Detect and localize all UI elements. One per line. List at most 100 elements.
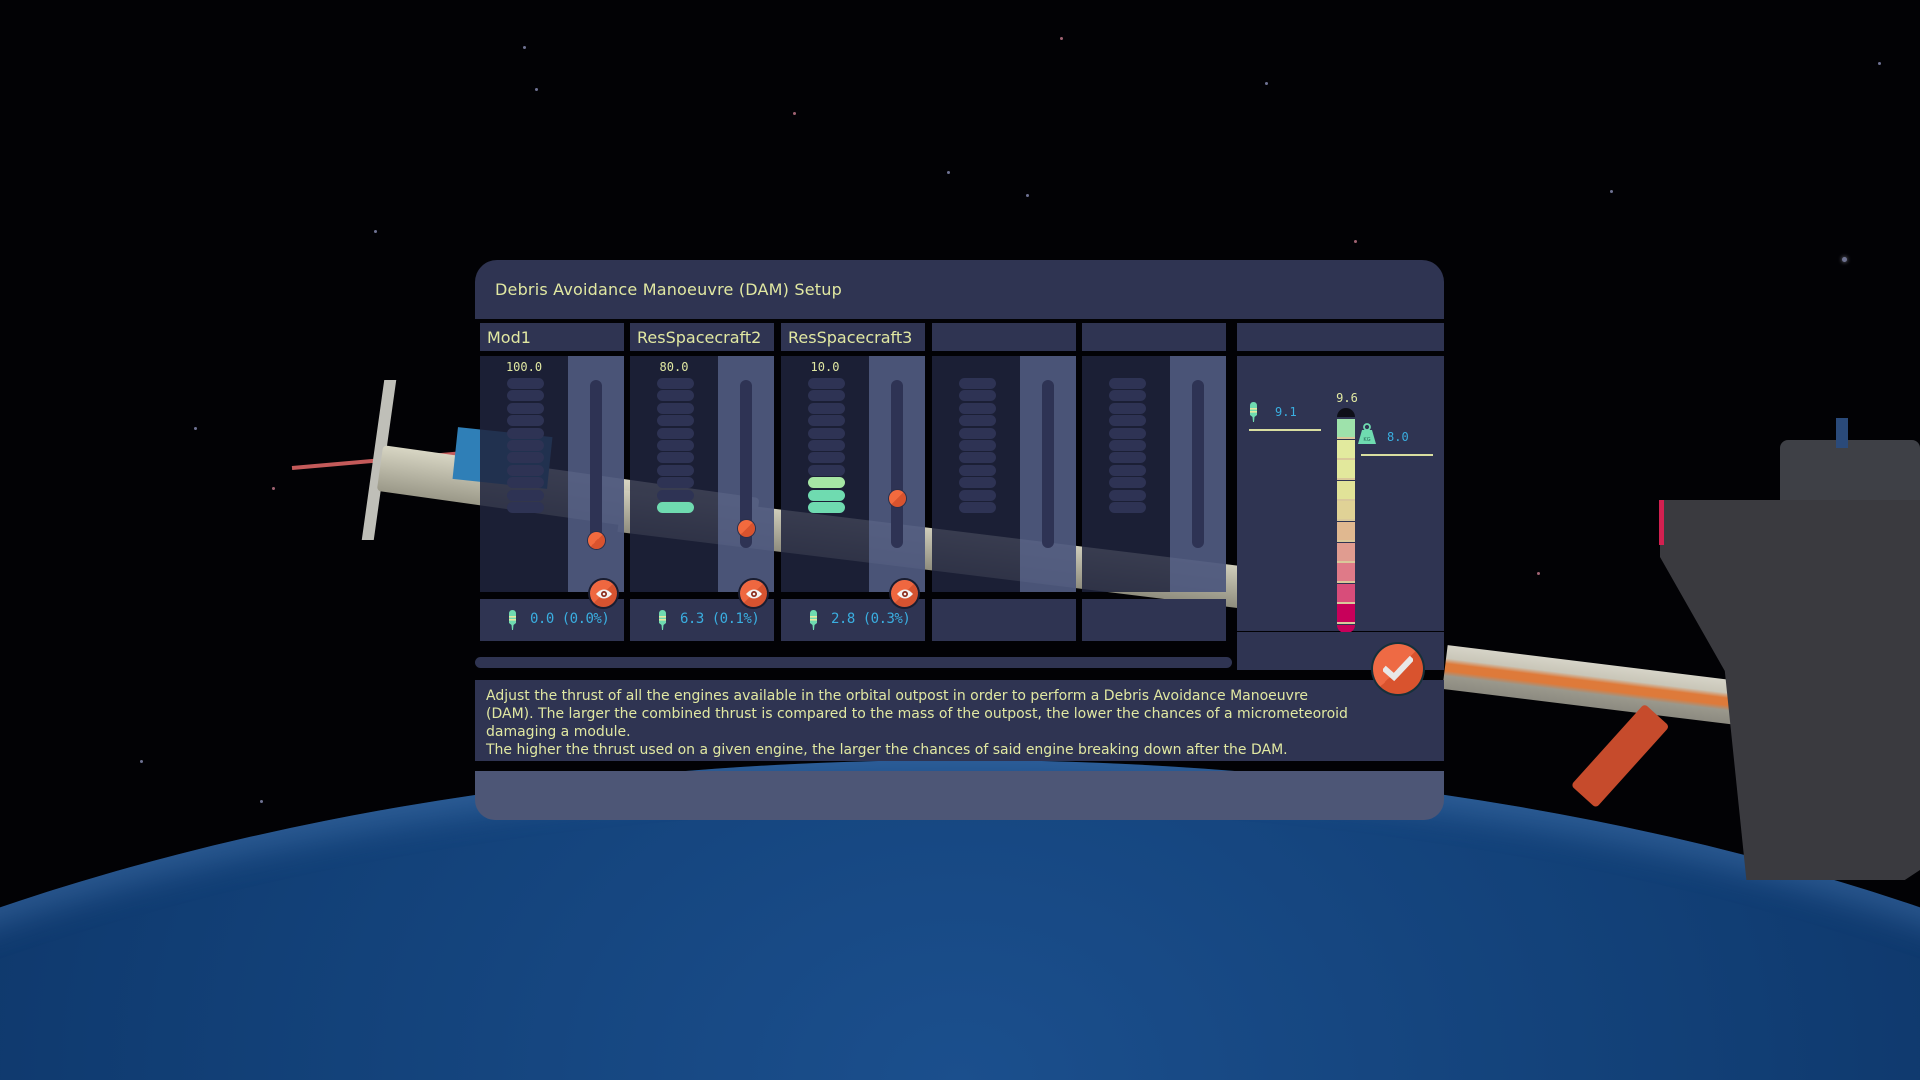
- engine-thrust-value: 6.3 (0.1%): [680, 611, 760, 627]
- thrust-slider-track[interactable]: [1192, 380, 1204, 548]
- star: [194, 427, 197, 430]
- gauge-segment: [1337, 439, 1355, 460]
- thrust-level-bar: [507, 452, 544, 464]
- thrust-level-bar: [1109, 452, 1146, 464]
- engine-footer: [932, 599, 1076, 641]
- gauge-segment: [1337, 460, 1355, 481]
- thrust-level-bar: [507, 477, 544, 489]
- summary-header: [1237, 323, 1444, 351]
- thrust-level-bar: [507, 427, 544, 439]
- thrust-level-bar: [1109, 415, 1146, 427]
- engine-header: Mod1: [480, 323, 624, 351]
- gauge-segment: [1337, 480, 1355, 501]
- svg-text:KG: KG: [1363, 437, 1370, 443]
- gauge-segment: [1337, 542, 1355, 563]
- thrust-level-bar: [959, 477, 996, 489]
- thrust-level-meter: [932, 356, 1020, 592]
- view-engine-button[interactable]: [740, 580, 767, 607]
- star: [1354, 240, 1357, 243]
- engine-header: [932, 323, 1076, 351]
- spacecraft-fin: [1836, 418, 1848, 448]
- thrust-level-bar: [507, 415, 544, 427]
- star: [1610, 190, 1613, 193]
- thrust-slider-track[interactable]: [740, 380, 752, 548]
- gauge-segment: [1337, 583, 1355, 604]
- star: [1265, 82, 1268, 85]
- engine-controls: 100.0: [480, 356, 624, 607]
- thrust-level-bar: [1109, 464, 1146, 476]
- gauge-end: [1337, 625, 1355, 633]
- engine-max-thrust: 100.0: [505, 360, 543, 374]
- gauge-cap: [1337, 408, 1355, 417]
- thrust-level-bar: [1109, 502, 1146, 513]
- horizontal-scrollbar[interactable]: [475, 657, 1232, 668]
- view-engine-button[interactable]: [590, 580, 617, 607]
- thrust-level-bar: [507, 489, 544, 501]
- thrust-level-bar: [959, 402, 996, 414]
- star: [947, 171, 950, 174]
- thrust-slider[interactable]: [1170, 356, 1226, 592]
- thrust-slider-thumb[interactable]: [889, 489, 906, 507]
- thrust-level-bar: [959, 464, 996, 476]
- engine-icon: [659, 610, 666, 630]
- thrust-level-bar: [808, 452, 845, 464]
- engine-name: ResSpacecraft3: [788, 328, 913, 347]
- star: [535, 88, 538, 91]
- star: [1026, 194, 1029, 197]
- engine-header: ResSpacecraft2: [630, 323, 774, 351]
- total-thrust-marker: [1249, 429, 1321, 431]
- thrust-level-bar: [959, 378, 996, 389]
- star: [1537, 572, 1540, 575]
- engine-icon: [1250, 402, 1257, 422]
- thrust-level-bar: [507, 464, 544, 476]
- thrust-slider[interactable]: [1020, 356, 1076, 592]
- engine-header: ResSpacecraft3: [781, 323, 925, 351]
- star: [523, 46, 526, 49]
- engine-header: [1082, 323, 1226, 351]
- thrust-level-bar: [507, 378, 544, 389]
- outpost-mass-marker: [1361, 454, 1433, 456]
- spacecraft-engines: [1780, 440, 1920, 510]
- thrust-slider-thumb[interactable]: [738, 519, 755, 537]
- thrust-level-bar: [657, 502, 694, 513]
- gauge-segment: [1337, 604, 1355, 625]
- weight-kg-icon: KG: [1358, 423, 1376, 444]
- engine-thrust-value: 0.0 (0.0%): [530, 611, 610, 627]
- engine-max-thrust: 10.0: [810, 360, 840, 374]
- summary-body: 9.1 9.6 KG 8.0: [1237, 356, 1444, 633]
- view-engine-button[interactable]: [891, 580, 918, 607]
- engine-thrust-value: 2.8 (0.3%): [831, 611, 911, 627]
- thrust-level-bar: [657, 489, 694, 501]
- instructions-line: damaging a module.: [486, 724, 631, 740]
- thrust-level-bar: [959, 452, 996, 464]
- thrust-level-bar: [507, 440, 544, 451]
- gauge-segment: [1337, 419, 1355, 439]
- instructions-line: (DAM). The larger the combined thrust is…: [486, 706, 1348, 722]
- thrust-level-bar: [657, 440, 694, 451]
- dam-setup-panel: Debris Avoidance Manoeuvre (DAM) Setup M…: [475, 260, 1444, 820]
- total-thrust-value: 9.1: [1275, 405, 1297, 419]
- engine-footer: [1082, 599, 1226, 641]
- thrust-slider[interactable]: [718, 356, 774, 592]
- spacecraft-marker: [1659, 500, 1664, 545]
- thrust-level-meter: 80.0: [630, 356, 718, 592]
- instructions-text: Adjust the thrust of all the engines ava…: [486, 687, 1386, 759]
- thrust-level-bar: [1109, 390, 1146, 402]
- star: [793, 112, 796, 115]
- engine-controls: 10.0: [781, 356, 925, 607]
- thrust-slider-track[interactable]: [1042, 380, 1054, 548]
- thrust-slider-track[interactable]: [590, 380, 602, 548]
- thrust-level-bar: [507, 390, 544, 402]
- eye-icon: [745, 589, 762, 598]
- confirm-dam-button[interactable]: [1373, 644, 1423, 694]
- panel-bottom-bar: [475, 771, 1444, 820]
- thrust-slider-track[interactable]: [891, 380, 903, 548]
- thrust-level-bar: [1109, 427, 1146, 439]
- thrust-slider[interactable]: [869, 356, 925, 592]
- thrust-level-bar: [657, 464, 694, 476]
- thrust-slider-thumb[interactable]: [588, 531, 605, 549]
- thrust-slider[interactable]: [568, 356, 624, 592]
- gauge-segment: [1337, 563, 1355, 584]
- thrust-level-bar: [657, 452, 694, 464]
- thrust-level-meter: 10.0: [781, 356, 869, 592]
